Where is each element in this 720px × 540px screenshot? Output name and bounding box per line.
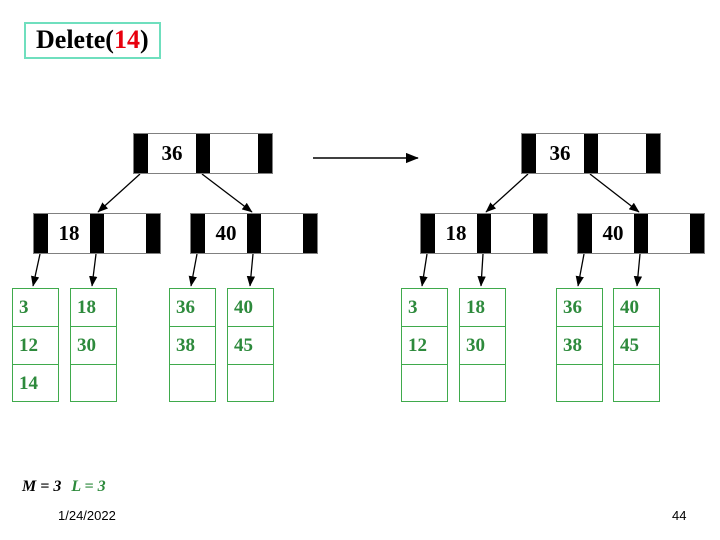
child-pointer-0 [421,214,435,253]
internal-node-40[interactable]: 40 [190,213,318,254]
root-key-0: 36 [536,134,584,173]
leaf-slot: 3 [12,288,59,326]
leaf-slot [70,364,117,402]
leaf-slot: 3 [401,288,448,326]
child-pointer-1 [584,134,598,173]
child-pointer-0 [522,134,536,173]
leaf-slot: 36 [169,288,216,326]
leaf-node[interactable]: 36 38 [556,288,603,402]
leaf-slot: 30 [459,326,506,364]
leaf-node[interactable]: 3 12 14 [12,288,59,402]
leaf-slot: 18 [459,288,506,326]
param-m: M = 3 [22,478,62,495]
internal-key-0: 40 [592,214,634,253]
child-pointer-0 [34,214,48,253]
leaf-slot [227,364,274,402]
leaf-slot: 38 [169,326,216,364]
leaf-node[interactable]: 40 45 [613,288,660,402]
child-pointer-0 [191,214,205,253]
root-key-0: 36 [148,134,196,173]
child-pointer-1 [634,214,648,253]
root-node[interactable]: 36 [521,133,661,174]
leaf-slot: 40 [613,288,660,326]
leaf-slot: 12 [401,326,448,364]
child-pointer-1 [196,134,210,173]
leaf-slot: 36 [556,288,603,326]
leaf-slot: 14 [12,364,59,402]
internal-key-0: 18 [435,214,477,253]
leaf-slot [613,364,660,402]
root-key-1 [598,134,646,173]
internal-key-1 [648,214,690,253]
leaf-slot: 30 [70,326,117,364]
page-title: Delete(14) [24,22,161,60]
child-pointer-2 [258,134,272,173]
leaf-slot [401,364,448,402]
internal-key-0: 40 [205,214,247,253]
tree-parameters: M = 3 L = 3 [22,478,106,496]
leaf-node[interactable]: 40 45 [227,288,274,402]
child-pointer-0 [578,214,592,253]
child-pointer-2 [690,214,704,253]
leaf-node[interactable]: 18 30 [70,288,117,402]
child-pointer-0 [134,134,148,173]
leaf-slot [556,364,603,402]
leaf-slot [459,364,506,402]
param-l: L = 3 [71,478,106,495]
internal-node-40[interactable]: 40 [577,213,705,254]
page-number: 44 [672,508,687,523]
title-deleted-key: 14 [113,25,140,54]
child-pointer-1 [247,214,261,253]
leaf-slot [169,364,216,402]
leaf-node[interactable]: 36 38 [169,288,216,402]
leaf-node[interactable]: 18 30 [459,288,506,402]
leaf-slot: 45 [613,326,660,364]
internal-key-1 [261,214,303,253]
leaf-slot: 18 [70,288,117,326]
internal-key-1 [104,214,146,253]
child-pointer-2 [303,214,317,253]
leaf-slot: 12 [12,326,59,364]
root-key-1 [210,134,258,173]
leaf-node[interactable]: 3 12 [401,288,448,402]
internal-key-0: 18 [48,214,90,253]
title-suffix: ) [139,25,149,54]
child-pointer-2 [533,214,547,253]
child-pointer-1 [477,214,491,253]
child-pointer-2 [146,214,160,253]
title-prefix: Delete( [36,25,114,54]
leaf-slot: 38 [556,326,603,364]
slide-date: 1/24/2022 [58,508,116,523]
internal-key-1 [491,214,533,253]
root-node[interactable]: 36 [133,133,273,174]
internal-node-18[interactable]: 18 [33,213,161,254]
child-pointer-2 [646,134,660,173]
internal-node-18[interactable]: 18 [420,213,548,254]
child-pointer-1 [90,214,104,253]
leaf-slot: 45 [227,326,274,364]
leaf-slot: 40 [227,288,274,326]
